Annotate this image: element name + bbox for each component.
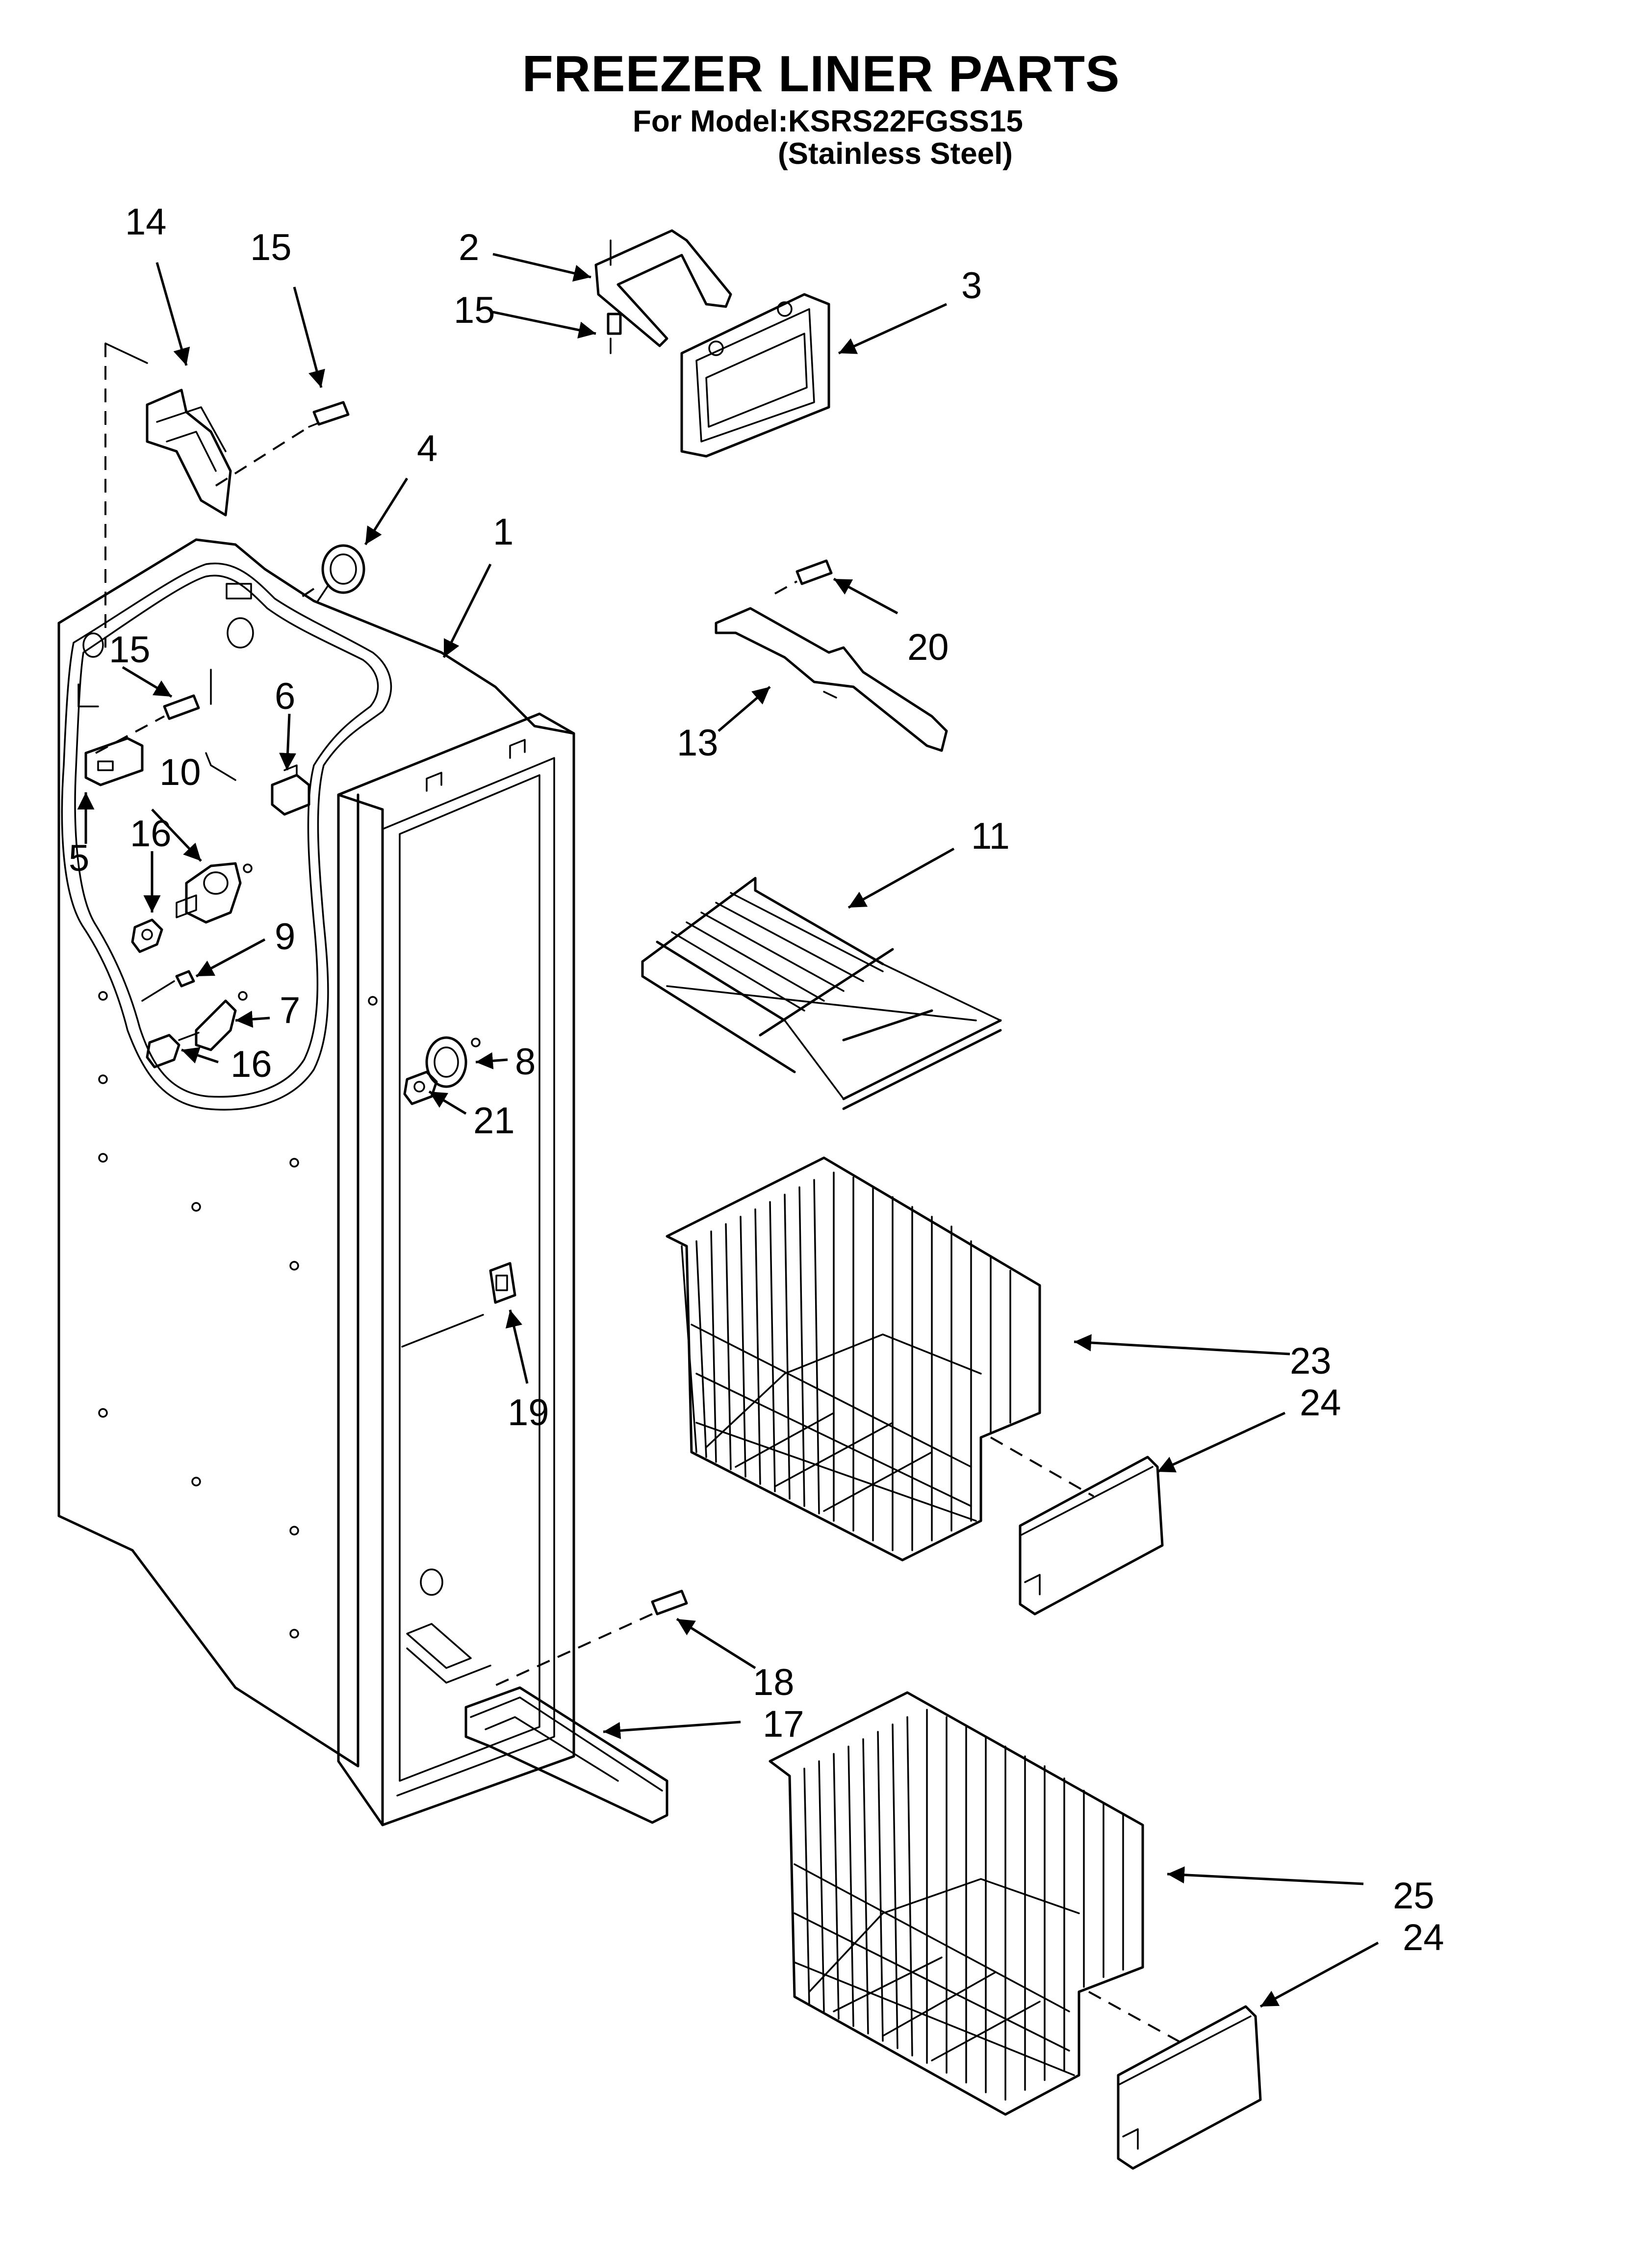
callout-14: 14 [125,201,167,243]
part-6-clip [271,764,310,816]
callout-11: 11 [971,815,1010,857]
diagram-header: FREEZER LINER PARTS For Model:KSRS22FGSS… [0,0,1642,177]
callout-15: 15 [109,629,151,671]
callout-15: 15 [454,289,495,331]
part-9-pin [175,970,195,988]
callout-20: 20 [907,626,949,668]
callout-16: 16 [231,1043,272,1085]
part-16-screw-upper [131,918,163,953]
model-number: For Model:KSRS22FGSS15 [633,104,1023,138]
callout-23: 23 [1290,1340,1332,1382]
callout-13: 13 [677,722,718,764]
callout-6: 6 [275,676,295,717]
callout-18: 18 [753,1662,795,1703]
callout-7: 7 [280,990,300,1031]
callout-8: 8 [515,1041,536,1083]
part-18-screw [651,1590,688,1616]
part-5-plate [84,737,144,786]
callout-24: 24 [1300,1382,1341,1424]
callout-9: 9 [275,916,295,958]
part-10-wire [205,752,236,781]
callout-19: 19 [508,1392,549,1434]
part-7-sensor [195,991,248,1051]
callout-1: 1 [493,511,513,553]
part-20-screw [795,559,833,585]
part-13-rail [715,607,948,752]
leader-20-dash [774,580,797,595]
callout-5: 5 [69,837,89,879]
freezer-liner [57,538,575,1826]
part-19-switch [489,1262,516,1304]
part-10-control [176,862,253,924]
part-15-screw-left [163,694,200,720]
callout-3: 3 [961,265,982,307]
part-8-fitting [425,1036,481,1088]
leader-15b-dash [95,715,165,754]
part-9-wire [141,980,175,1002]
part-23-upper-basket [666,1156,1041,1562]
callout-17: 17 [763,1703,804,1745]
callout-4: 4 [417,428,437,469]
part-11-wire-shelf [641,877,1002,1110]
callout-10: 10 [159,752,201,793]
leader-24-dash [990,1436,1094,1497]
part-24-handle-upper [1019,1456,1164,1616]
model-variant: (Stainless Steel) [778,137,1013,171]
part-17-trim [464,1686,668,1824]
part-14-bracket [146,389,232,517]
callout-24: 24 [1403,1917,1444,1958]
part-4-grommet [317,544,365,602]
leader-4-dash [298,588,315,600]
part-15-screw-top [308,401,350,428]
leader-24b-dash [1088,1991,1187,2047]
liner-mounting-holes [98,991,378,1639]
leader-15-dash [215,426,310,487]
callout-15: 15 [250,227,292,268]
callout-2: 2 [459,227,479,268]
part-15-screw-center [607,313,622,354]
callout-labels: 14 15 2 15 3 4 1 15 6 10 16 5 9 7 16 8 2… [69,201,1444,1958]
callout-21: 21 [473,1100,515,1142]
callout-16: 16 [130,813,172,855]
part-2-bracket [594,229,732,347]
leader-18-dash [490,1613,653,1689]
part-24-handle-lower [1117,2005,1262,2170]
callout-25: 25 [1393,1875,1435,1917]
part-25-lower-basket [769,1691,1144,2116]
diagram-title: FREEZER LINER PARTS [522,46,1120,103]
part-3-cover [680,293,830,458]
part-21-nut [403,1070,438,1105]
leader-14-corner [104,342,148,364]
leader-arrows [77,253,1379,2008]
